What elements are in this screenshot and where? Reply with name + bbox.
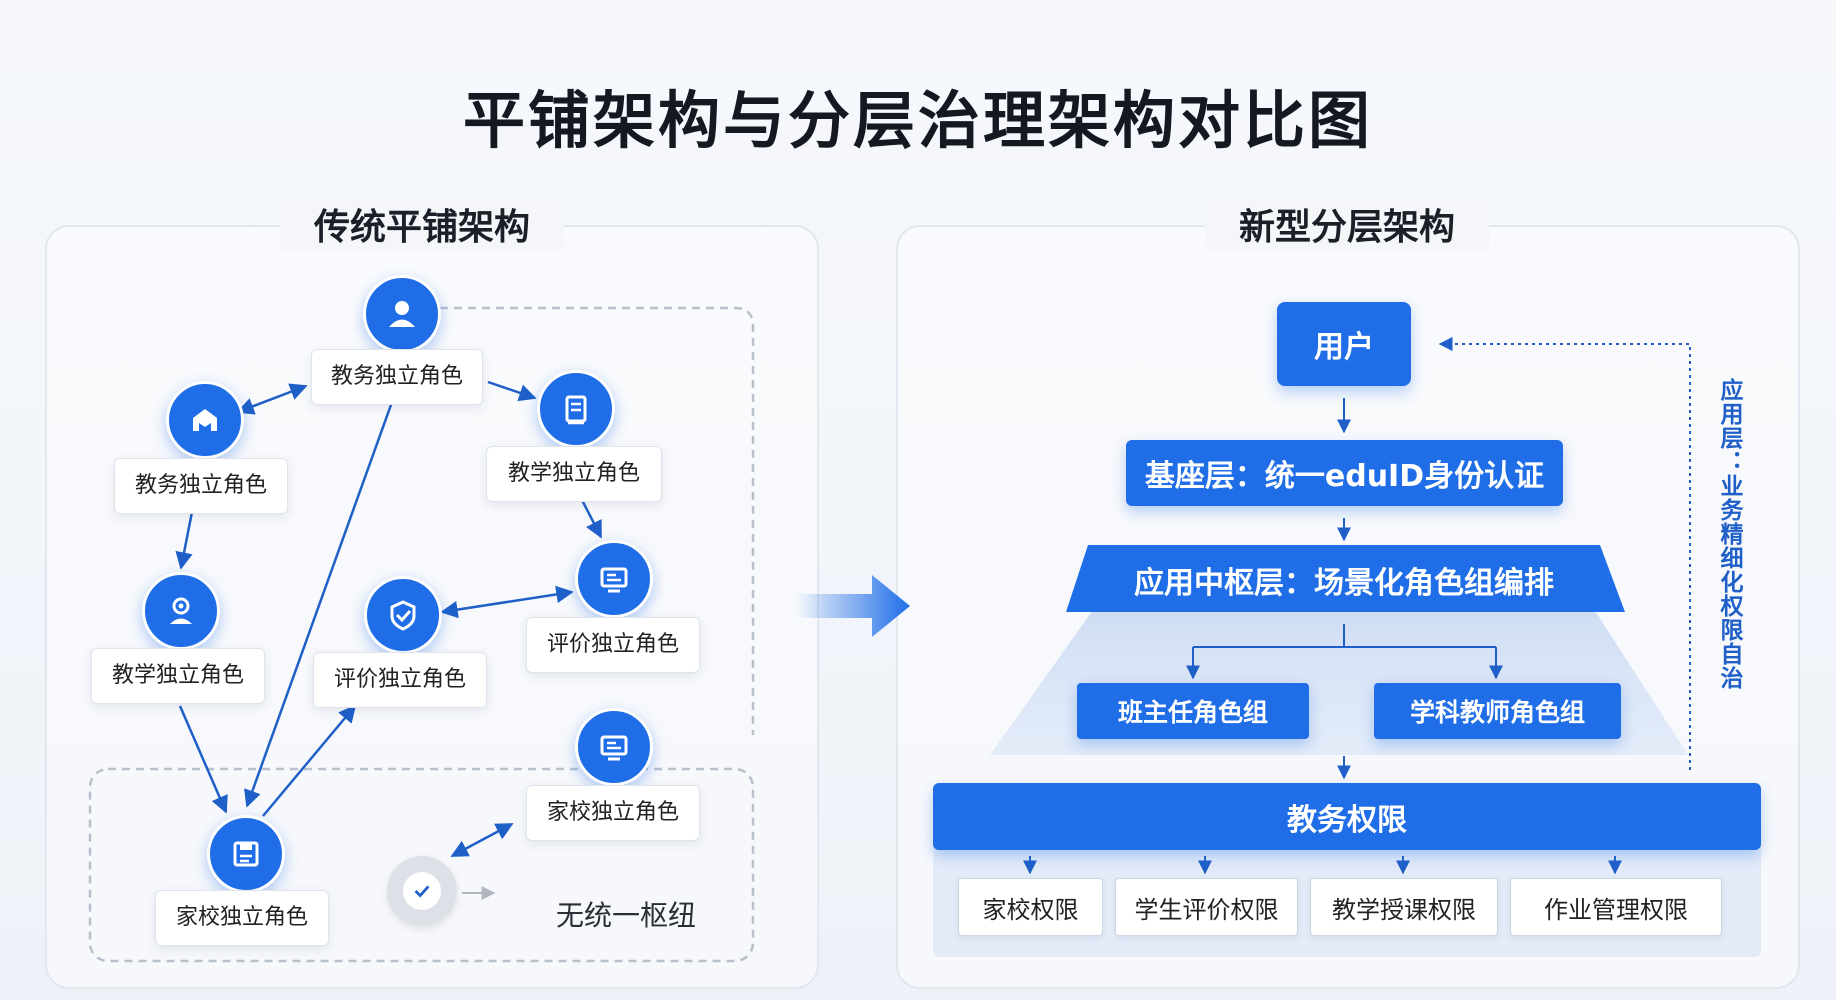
academic-permission-bar: 教务权限 [933, 783, 1761, 850]
document-icon [537, 370, 615, 448]
user-box: 用户 [1277, 302, 1411, 386]
monitor-icon [575, 708, 653, 786]
node-label: 教学独立角色 [486, 446, 662, 502]
check-icon [387, 856, 457, 926]
group-homeroom: 班主任角色组 [1077, 683, 1309, 739]
node-label: 评价独立角色 [526, 617, 700, 673]
node-label: 教学独立角色 [91, 648, 265, 704]
monitor-icon [575, 540, 653, 618]
left-panel-title: 传统平铺架构 [280, 198, 565, 250]
transition-arrow [795, 575, 910, 637]
dashed-outline-bottom [88, 767, 755, 963]
location-user-icon [142, 572, 220, 650]
school-icon [166, 381, 244, 459]
node-label: 家校独立角色 [155, 890, 329, 946]
node-label: 教务独立角色 [311, 349, 483, 405]
node-label: 家校独立角色 [526, 785, 700, 841]
shield-check-icon [364, 576, 442, 654]
user-icon [363, 275, 441, 353]
group-subject: 学科教师角色组 [1374, 683, 1621, 739]
permission-box: 家校权限 [958, 878, 1103, 936]
permission-box: 学生评价权限 [1115, 878, 1298, 936]
main-title: 平铺架构与分层治理架构对比图 [462, 84, 1373, 157]
app-layer: 应用中枢层：场景化角色组编排 [1134, 566, 1554, 601]
save-icon [207, 815, 285, 893]
app-layer-shape [1066, 545, 1625, 612]
permission-box: 教学授课权限 [1310, 878, 1498, 936]
right-panel-title: 新型分层架构 [1205, 198, 1490, 250]
base-layer: 基座层：统一eduID身份认证 [1126, 440, 1563, 506]
node-label: 教务独立角色 [114, 458, 288, 514]
node-label: 评价独立角色 [313, 652, 487, 708]
permission-box: 作业管理权限 [1510, 878, 1722, 936]
dashed-outline-top [440, 306, 755, 735]
no-hub-text: 无统一枢纽 [556, 899, 697, 932]
app-layer-side-label: 应用层：业务精细化权限自治 [1716, 378, 1742, 690]
